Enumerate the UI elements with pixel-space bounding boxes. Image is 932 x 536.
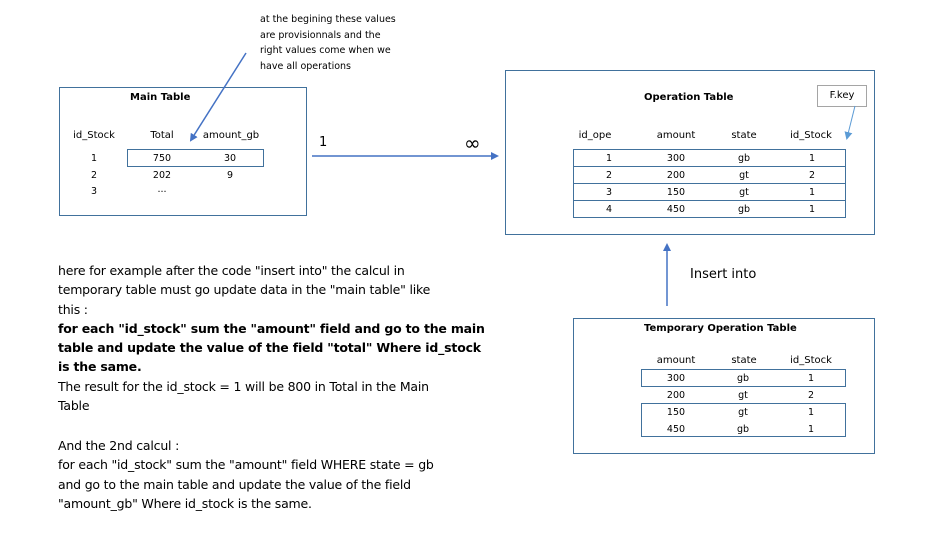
explanation-line: for each "id_stock" sum the "amount" fie… — [58, 457, 434, 473]
op-cell-state: gb — [737, 153, 751, 164]
temp-col-amount: amount — [656, 355, 696, 366]
op-cell-state: gb — [737, 204, 751, 215]
main-table-title: Main Table — [130, 92, 191, 103]
op-cell-id-stock: 1 — [808, 153, 816, 164]
explanation-line: here for example after the code "insert … — [58, 263, 405, 278]
op-cell-amount: 300 — [666, 153, 686, 164]
main-cell-total: 202 — [152, 170, 172, 181]
temp-group-2 — [641, 403, 846, 437]
explanation-line: "amount_gb" Where id_stock is the same. — [58, 495, 312, 511]
temp-col-id-stock: id_Stock — [790, 355, 832, 366]
explanation-bold-line: table and update the value of the field … — [58, 340, 481, 356]
temp-cell-amount: 150 — [666, 407, 686, 418]
temp-cell-amount: 300 — [666, 373, 686, 384]
temp-group-1 — [641, 369, 846, 387]
temp-cell-state: gt — [738, 407, 748, 418]
cardinality-many: ∞ — [464, 131, 481, 155]
op-cell-state: gt — [739, 187, 749, 198]
temp-cell-id-stock: 2 — [807, 390, 815, 401]
op-cell-amount: 450 — [666, 204, 686, 215]
op-col-id-stock: id_Stock — [790, 130, 832, 141]
insert-into-label: Insert into — [690, 267, 757, 282]
explanation-line: temporary table must go update data in t… — [58, 282, 431, 298]
temp-cell-amount: 200 — [666, 390, 686, 401]
temp-cell-id-stock: 1 — [807, 407, 815, 418]
main-col-total: Total — [150, 130, 174, 141]
cardinality-one: 1 — [319, 135, 328, 150]
operation-table-row: 4 450 gb 1 — [573, 200, 846, 218]
temp-col-state: state — [731, 355, 757, 366]
op-cell-id-ope: 2 — [605, 170, 613, 181]
op-cell-id-ope: 1 — [605, 153, 613, 164]
op-cell-amount: 150 — [666, 187, 686, 198]
main-table-box — [59, 87, 307, 216]
main-cell-amount-gb: 9 — [226, 170, 234, 181]
explanation-paragraph-2: And the 2nd calcul : for each "id_stock"… — [58, 436, 434, 513]
main-col-amount-gb: amount_gb — [202, 130, 260, 141]
main-cell-id: 1 — [90, 153, 98, 164]
annotation-line: are provisionnals and the — [260, 29, 381, 41]
operation-table-row: 2 200 gt 2 — [573, 166, 846, 184]
main-cell-id: 2 — [90, 170, 98, 181]
temp-cell-id-stock: 1 — [807, 424, 815, 435]
op-col-state: state — [731, 130, 757, 141]
op-cell-amount: 200 — [666, 170, 686, 181]
temp-cell-state: gb — [736, 373, 750, 384]
temp-cell-id-stock: 1 — [807, 373, 815, 384]
main-cell-total: ... — [157, 184, 167, 195]
explanation-bold-line: for each "id_stock" sum the "amount" fie… — [58, 320, 485, 336]
explanation-line: And the 2nd calcul : — [58, 438, 180, 453]
main-cell-total: 750 — [152, 153, 172, 164]
main-row-highlight — [127, 149, 264, 167]
explanation-result-line: The result for the id_stock = 1 will be … — [58, 378, 429, 394]
operation-table-row: 1 300 gb 1 — [573, 149, 846, 167]
op-cell-id-ope: 4 — [605, 204, 613, 215]
temp-cell-amount: 450 — [666, 424, 686, 435]
op-cell-id-ope: 3 — [605, 187, 613, 198]
op-cell-state: gt — [739, 170, 749, 181]
annotation-line: right values come when we — [260, 45, 391, 56]
explanation-paragraph-1: here for example after the code "insert … — [58, 261, 485, 415]
operation-table-row: 3 150 gt 1 — [573, 183, 846, 201]
main-cell-amount-gb: 30 — [223, 153, 237, 164]
temp-cell-state: gb — [736, 424, 750, 435]
operation-table-box — [505, 70, 875, 235]
op-col-id-ope: id_ope — [578, 130, 612, 141]
annotation-note: at the begining these values are provisi… — [260, 12, 396, 74]
temp-cell-state: gt — [738, 390, 748, 401]
explanation-line: this : — [58, 301, 88, 317]
op-cell-id-stock: 2 — [808, 170, 816, 181]
op-cell-id-stock: 1 — [808, 204, 816, 215]
main-col-id-stock: id_Stock — [73, 130, 115, 141]
annotation-line: at the begining these values — [260, 14, 396, 25]
annotation-line: have all operations — [260, 60, 352, 72]
op-cell-id-stock: 1 — [808, 187, 816, 198]
temp-table-title: Temporary Operation Table — [644, 323, 797, 334]
operation-table-title: Operation Table — [644, 92, 734, 103]
explanation-result-line: Table — [58, 398, 90, 414]
fkey-label: F.key — [817, 85, 867, 107]
main-cell-id: 3 — [90, 186, 98, 197]
op-col-amount: amount — [656, 130, 696, 141]
explanation-line: and go to the main table and update the … — [58, 476, 411, 492]
explanation-bold-line: is the same. — [58, 359, 142, 375]
